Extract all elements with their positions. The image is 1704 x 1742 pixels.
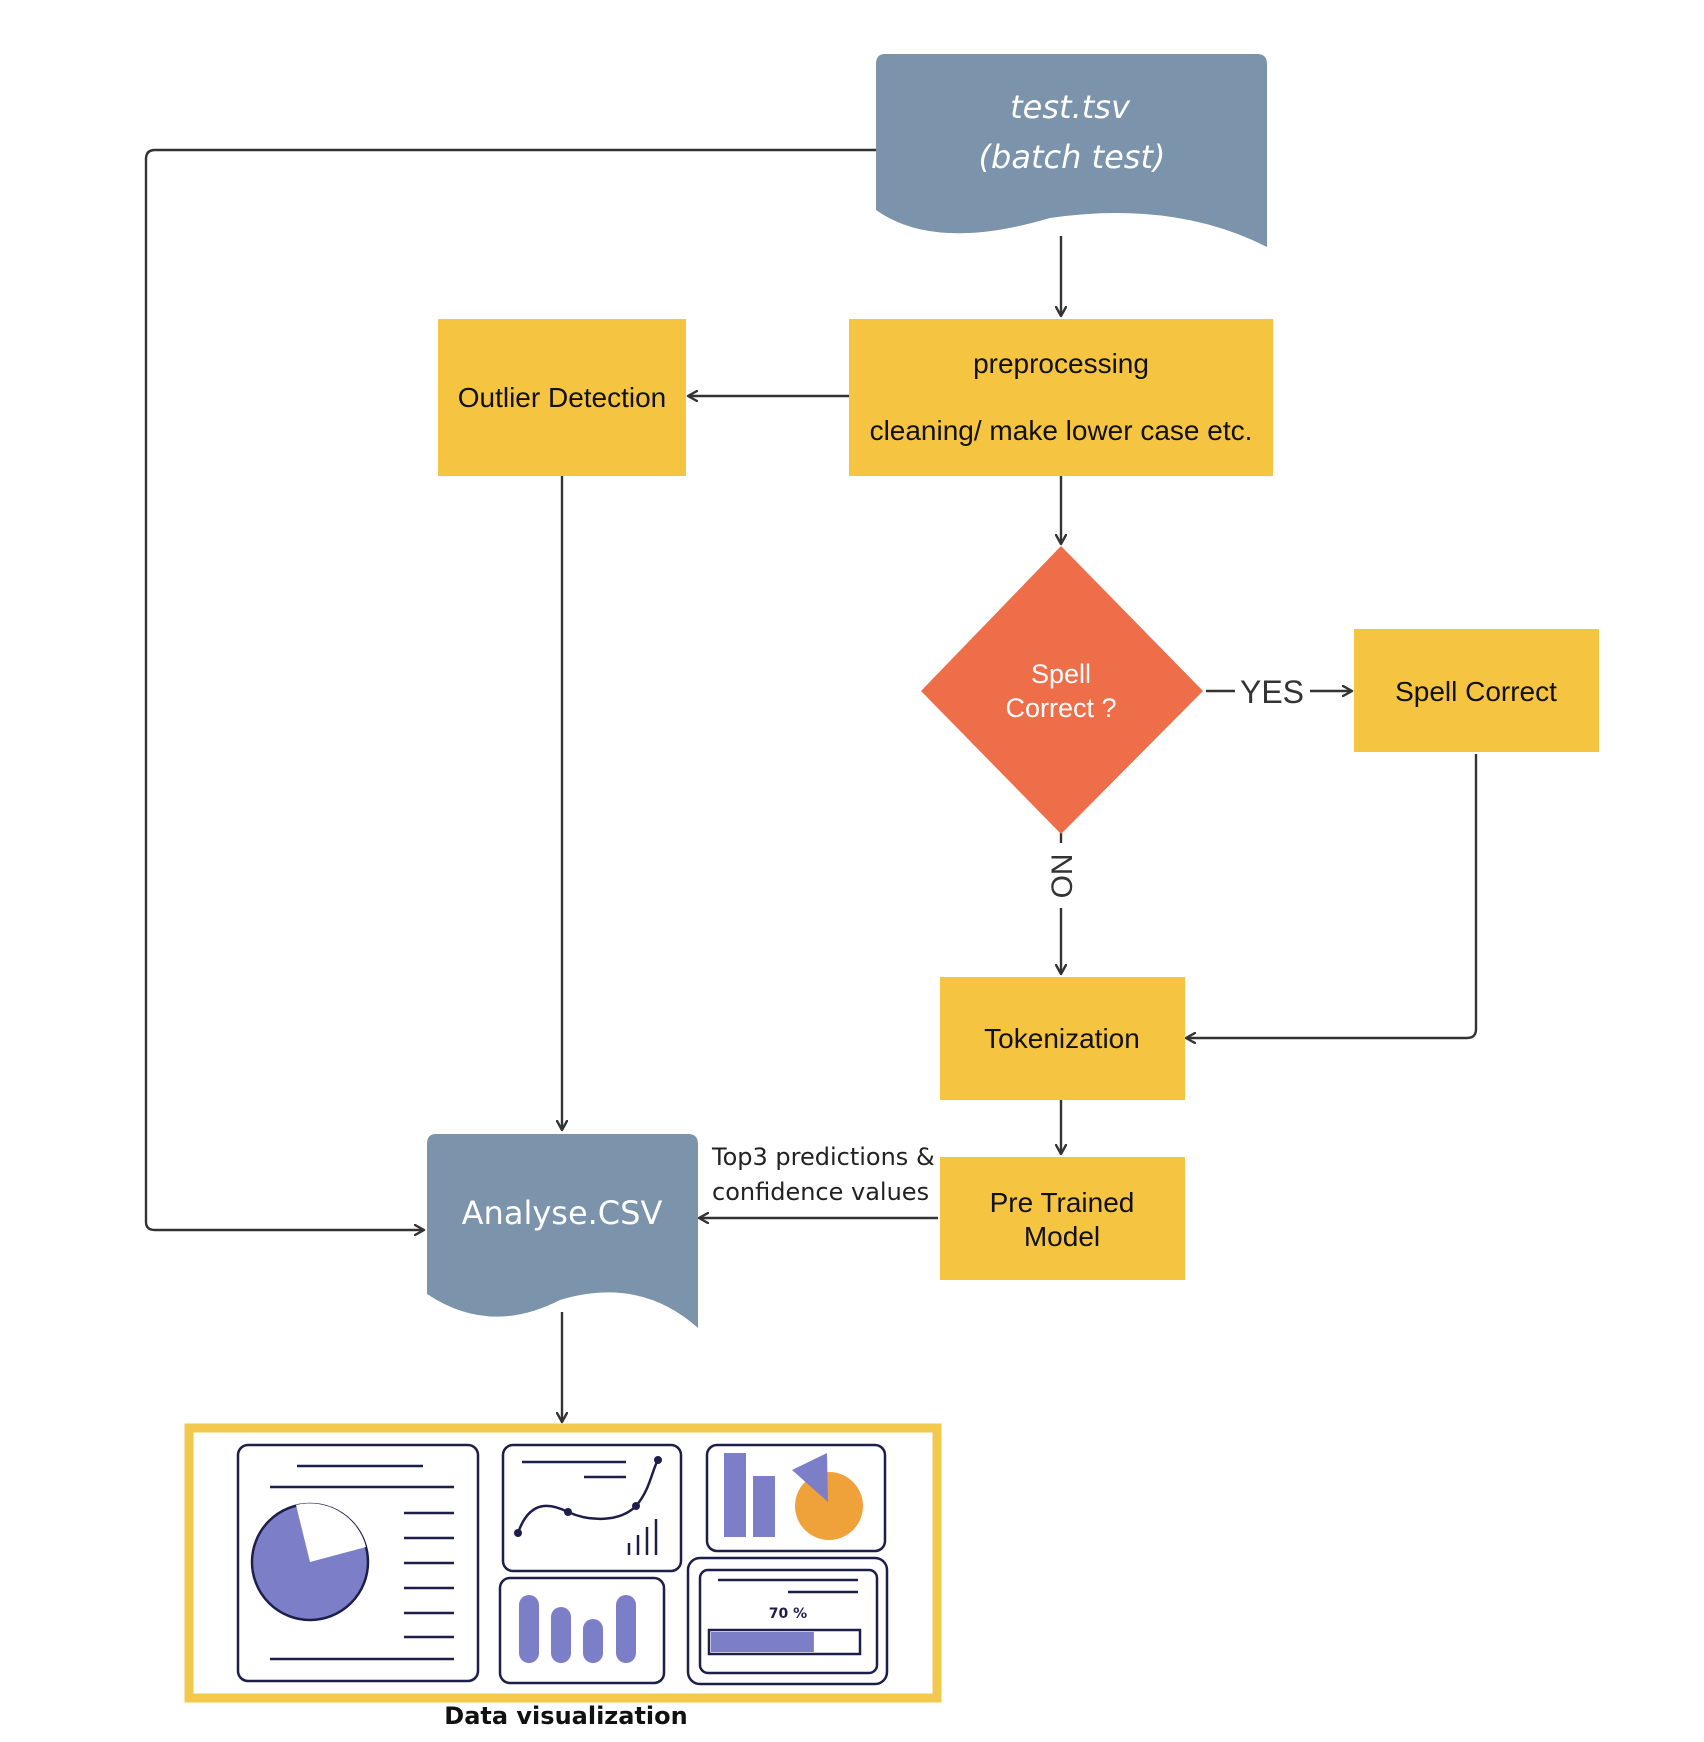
- visualization-caption: Data visualization: [444, 1702, 687, 1730]
- orange-pie-icon: [795, 1472, 863, 1540]
- pretrained-model-label-line2: Model: [1024, 1221, 1100, 1252]
- edge-spellcorrect-to-tokenization: [1186, 754, 1478, 1038]
- pretrained-model-box: [940, 1157, 1185, 1280]
- report-panel: [236, 1443, 480, 1683]
- output-document-node: Analyse.CSV: [427, 1134, 698, 1328]
- outlier-detection-box: [438, 319, 686, 476]
- no-label: NO: [1045, 854, 1078, 899]
- outlier-detection-label: Outlier Detection: [458, 382, 667, 413]
- bar-chart-icon: [724, 1453, 746, 1537]
- output-document-shape: [427, 1134, 698, 1328]
- input-document-shape: [876, 54, 1267, 247]
- output-document-label: Analyse.CSV: [462, 1194, 663, 1232]
- spell-correct-label: Spell Correct: [1395, 676, 1557, 707]
- connectors: [144, 148, 1478, 1422]
- pretrained-model-label-line1: Pre Trained: [990, 1187, 1135, 1218]
- input-document-subtitle: (batch test): [979, 138, 1166, 176]
- preprocessing-box: [849, 319, 1273, 476]
- spell-correct-decision-node: Spell Correct ?: [921, 546, 1203, 834]
- rounded-bars-panel: [498, 1576, 666, 1685]
- progress-panel: 70 %: [686, 1556, 889, 1686]
- spell-correct-box: [1354, 629, 1599, 752]
- decision-diamond: [921, 546, 1203, 834]
- preprocessing-description: cleaning/ make lower case etc.: [870, 415, 1253, 446]
- decision-label-line1: Spell: [1031, 659, 1091, 689]
- spell-correct-node: Spell Correct: [1354, 629, 1599, 752]
- tokenization-node: Tokenization: [940, 977, 1185, 1100]
- preprocessing-node: preprocessing cleaning/ make lower case …: [849, 319, 1273, 476]
- bar-pie-panel: [705, 1443, 887, 1553]
- preprocessing-title: preprocessing: [973, 348, 1149, 379]
- outlier-detection-node: Outlier Detection: [438, 319, 686, 476]
- progress-bar-fill: [711, 1632, 814, 1652]
- input-document-node: test.tsv (batch test): [876, 54, 1267, 247]
- edge-input-to-output: [144, 148, 876, 1230]
- line-chart-icon: [516, 1459, 660, 1534]
- model-output-label-line1: Top3 predictions &: [711, 1143, 935, 1171]
- data-visualization-illustration: 70 % Data visualization: [184, 1423, 942, 1730]
- yes-label: YES: [1240, 674, 1304, 710]
- line-chart-panel: [501, 1443, 683, 1573]
- model-output-label-line2: confidence values: [712, 1178, 929, 1206]
- tokenization-label: Tokenization: [984, 1023, 1140, 1054]
- input-document-title: test.tsv: [1010, 88, 1131, 126]
- rounded-bar-chart-icon: [519, 1595, 539, 1663]
- tokenization-box: [940, 977, 1185, 1100]
- pretrained-model-node: Pre Trained Model: [940, 1157, 1185, 1280]
- progress-percent-label: 70 %: [769, 1606, 807, 1622]
- decision-label-line2: Correct ?: [1005, 693, 1116, 723]
